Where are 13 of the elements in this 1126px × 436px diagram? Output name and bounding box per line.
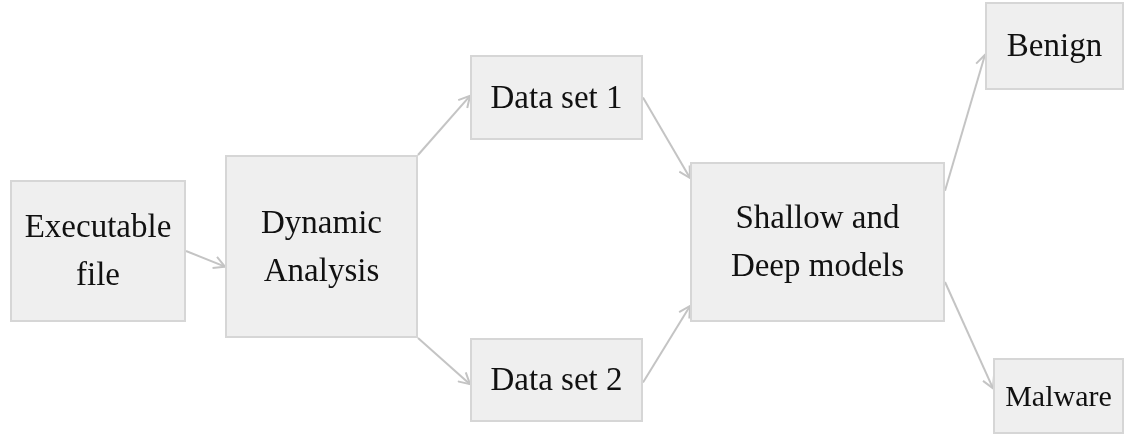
process-box: Malware: [993, 358, 1124, 434]
process-box: Data set 2: [470, 338, 643, 422]
process-box: Data set 1: [470, 55, 643, 140]
arrow: [642, 305, 691, 384]
arrow: [185, 250, 226, 270]
arrow: [417, 94, 471, 156]
process-box: Executable file: [10, 180, 186, 322]
process-box: Benign: [985, 2, 1124, 90]
process-box: Shallow and Deep models: [690, 162, 945, 322]
arrow: [417, 337, 471, 386]
arrow: [944, 281, 995, 390]
arrow: [642, 96, 691, 179]
process-box: Dynamic Analysis: [225, 155, 418, 338]
